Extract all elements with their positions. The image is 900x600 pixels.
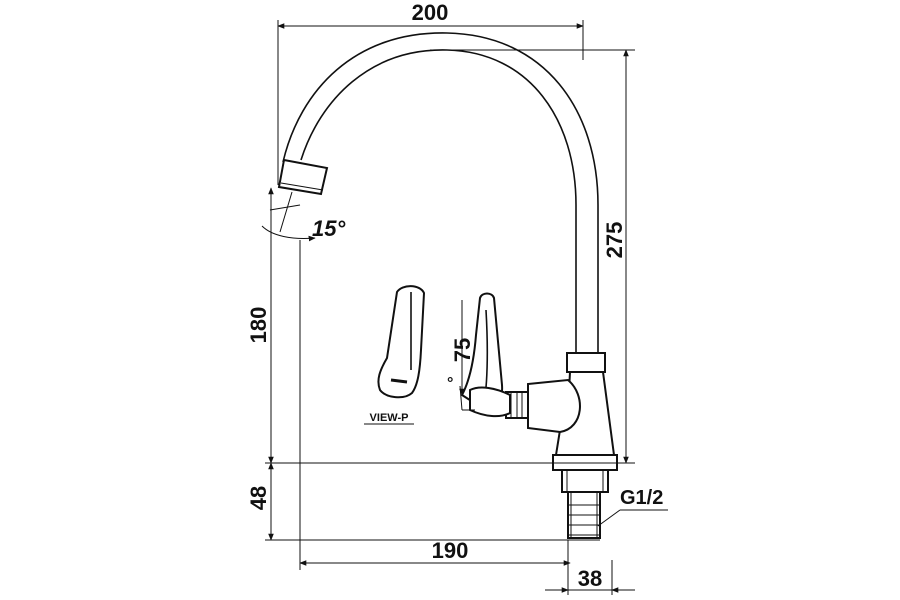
faucet-body — [505, 352, 618, 471]
faucet-spout — [277, 32, 599, 355]
spout-angle-indicator — [261, 191, 316, 242]
dim-spout-angle: 15° — [312, 216, 345, 241]
dim-base-width: 38 — [578, 566, 602, 591]
lever-handle — [460, 292, 511, 418]
dim-handle-angle: 75 — [450, 338, 475, 362]
view-p-handle — [364, 285, 426, 425]
dim-top-width: 200 — [412, 0, 449, 25]
dim-total-height: 275 — [602, 222, 627, 259]
dim-reach: 190 — [432, 538, 469, 563]
dim-handle-tick: ° — [447, 375, 453, 392]
dim-spout-height: 180 — [246, 307, 271, 344]
handle-angle-indicator — [459, 300, 475, 411]
threaded-inlet — [561, 469, 609, 539]
view-p-label: VIEW-P — [370, 412, 409, 424]
dimension-lines — [268, 23, 635, 593]
thread-leader — [597, 509, 668, 527]
dim-base-height: 48 — [246, 486, 271, 510]
dim-thread: G1/2 — [620, 487, 663, 509]
